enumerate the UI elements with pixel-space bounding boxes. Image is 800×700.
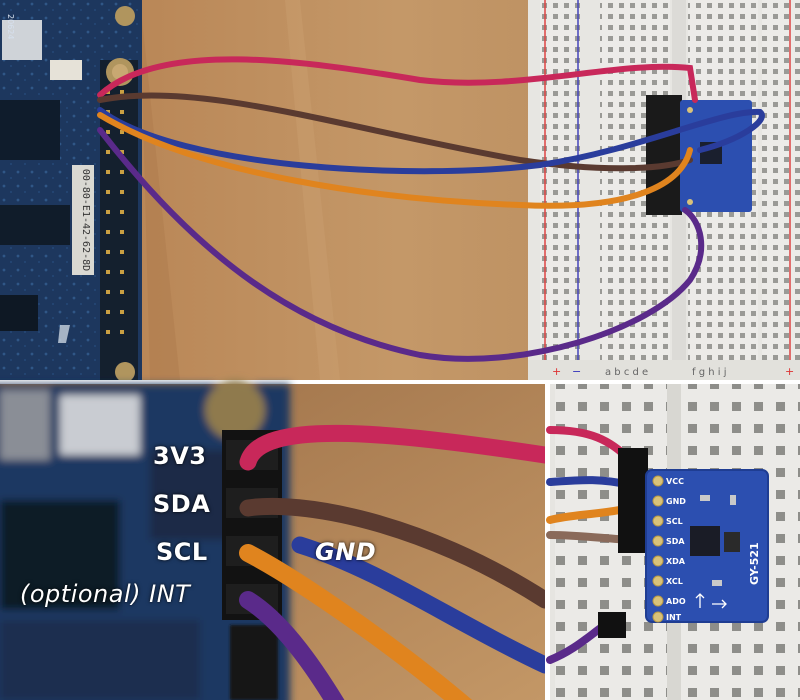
- svg-text:+: +: [785, 365, 794, 378]
- svg-text:−: −: [572, 365, 581, 378]
- header-pins: [222, 430, 282, 700]
- module-pin-int: INT: [666, 613, 682, 622]
- svg-text:f g h i j: f g h i j: [692, 367, 726, 378]
- gy521-module: VCC GND SCL SDA XDA XCL ADO INT GY-521: [645, 469, 769, 623]
- bottom-left-photo: [0, 380, 554, 700]
- module-pin-ado: ADO: [666, 597, 686, 606]
- module-pin-scl: SCL: [666, 517, 683, 526]
- module-name: GY-521: [748, 542, 761, 585]
- label-int: (optional) INT: [20, 580, 190, 608]
- photo-divider-vertical: [545, 384, 550, 700]
- wires-top: [97, 56, 765, 362]
- mpu-chip: [690, 526, 720, 556]
- svg-text:a b c d e: a b c d e: [605, 367, 648, 378]
- svg-text:+: +: [552, 365, 561, 378]
- label-gnd: GND: [315, 538, 377, 566]
- wires-bottom: [239, 424, 554, 700]
- module-pin-sda: SDA: [666, 537, 685, 546]
- gy521-module-top: [646, 95, 752, 215]
- module-pin-xda: XDA: [666, 557, 686, 566]
- label-3v3: 3V3: [153, 442, 207, 470]
- mac-sticker: 00-80-E1-42-62-8D: [80, 169, 91, 271]
- photo-divider: [0, 380, 800, 384]
- label-scl: SCL: [156, 538, 208, 566]
- label-int-name: INT: [149, 580, 191, 608]
- dev-board-top: 00-80-E1-42-62-8D 20624: [0, 0, 142, 382]
- label-sda: SDA: [153, 490, 211, 518]
- bottom-right-photo: VCC GND SCL SDA XDA XCL ADO INT GY-521: [546, 384, 800, 700]
- module-pin-gnd: GND: [666, 497, 686, 506]
- module-pin-vcc: VCC: [666, 477, 684, 486]
- board-code: 20624: [6, 14, 15, 39]
- module-pin-xcl: XCL: [666, 577, 683, 586]
- breadboard-top: + − a b c d e f g h i j +: [528, 0, 800, 380]
- top-photo: 00-80-E1-42-62-8D 20624: [0, 0, 800, 382]
- label-int-prefix: (optional): [20, 580, 150, 608]
